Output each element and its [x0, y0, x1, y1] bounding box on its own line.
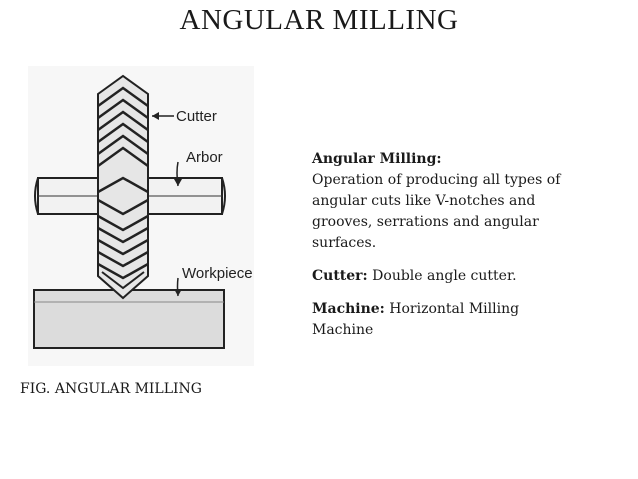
- slide-title: ANGULAR MILLING: [179, 4, 459, 36]
- cutter-callout-arrow: [152, 112, 174, 120]
- cutter-label: Cutter: [176, 108, 217, 125]
- definition-paragraph: Angular Milling: Operation of producing …: [312, 149, 582, 254]
- definition-heading: Angular Milling:: [312, 151, 442, 167]
- description-panel: Angular Milling: Operation of producing …: [312, 149, 582, 353]
- machine-heading: Machine:: [312, 301, 385, 317]
- cutter-text: Double angle cutter.: [367, 268, 517, 284]
- arbor-label: Arbor: [186, 149, 223, 166]
- angular-milling-figure: Cutter Arbor Workpiece: [28, 66, 268, 366]
- cutter-paragraph: Cutter: Double angle cutter.: [312, 266, 582, 287]
- milling-diagram: Cutter Arbor Workpiece: [28, 66, 254, 366]
- arbor-callout-arrow: [174, 161, 182, 187]
- cutter-heading: Cutter:: [312, 268, 368, 284]
- workpiece-callout-arrow: [174, 277, 182, 297]
- machine-text: Horizontal Milling Machine: [312, 301, 520, 338]
- workpiece-label: Workpiece: [182, 265, 253, 282]
- machine-paragraph: Machine: Horizontal Milling Machine: [312, 299, 582, 341]
- figure-caption: FIG. ANGULAR MILLING: [20, 381, 202, 397]
- workpiece-block: [33, 289, 225, 349]
- double-angle-cutter: [97, 74, 149, 300]
- definition-text: Operation of producing all types of angu…: [312, 172, 561, 251]
